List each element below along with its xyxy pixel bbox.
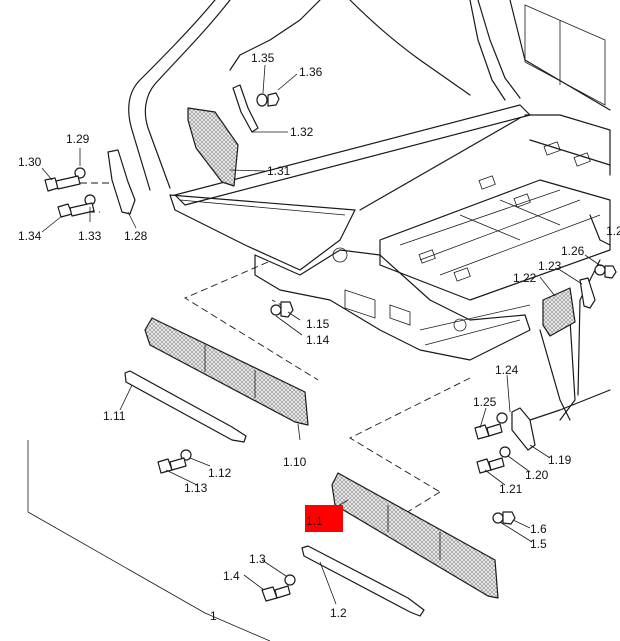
machine-frame: [128, 0, 611, 421]
mesh-plate-1-1[interactable]: [331, 472, 499, 599]
callout-1-33[interactable]: 1.33: [78, 229, 102, 243]
callout-1-21[interactable]: 1.21: [499, 482, 523, 496]
highlight-box[interactable]: [305, 505, 343, 532]
callout-1-1[interactable]: 1.1: [306, 514, 323, 528]
callout-1-15[interactable]: 1.15: [306, 317, 330, 331]
callout-1-22[interactable]: 1.22: [513, 271, 537, 285]
mesh-plate-1-31[interactable]: [187, 107, 239, 187]
bracket-1-32[interactable]: [232, 84, 259, 133]
callout-1-2[interactable]: 1.2: [330, 606, 347, 620]
washer-1-24[interactable]: [496, 412, 508, 424]
callout-1-32[interactable]: 1.32: [290, 125, 314, 139]
nut-washer-1-35-1-36[interactable]: [256, 92, 280, 107]
mesh-plate-1-22[interactable]: [542, 287, 576, 337]
callout-1-13[interactable]: 1.13: [184, 481, 208, 495]
leader-lines: [27, 64, 602, 641]
bracket-1-19[interactable]: [511, 407, 536, 451]
callout-1-36[interactable]: 1.36: [299, 65, 323, 79]
callout-1-26[interactable]: 1.26: [561, 244, 585, 258]
bolt-1-13[interactable]: [157, 457, 187, 474]
callout-1-27[interactable]: 1.2: [606, 224, 620, 238]
nut-washer-1-5-1-6[interactable]: [492, 511, 516, 525]
bracket-1-23[interactable]: [579, 277, 596, 309]
callout-1-5[interactable]: 1.5: [530, 537, 547, 551]
callout-1-28[interactable]: 1.28: [124, 229, 148, 243]
callout-1-35[interactable]: 1.35: [251, 51, 275, 65]
nut-washer-1-14-1-15[interactable]: [270, 301, 294, 318]
bracket-1-28[interactable]: [107, 149, 136, 215]
callout-1-14[interactable]: 1.14: [306, 333, 330, 347]
washer-1-20[interactable]: [499, 446, 511, 458]
callout-1-3[interactable]: 1.3: [249, 552, 266, 566]
bolt-1-21[interactable]: [476, 457, 505, 474]
bolt-1-25[interactable]: [474, 423, 503, 440]
callout-1-34[interactable]: 1.34: [18, 229, 42, 243]
callout-1[interactable]: 1: [210, 609, 217, 623]
mesh-plate-1-10[interactable]: [144, 317, 309, 426]
callout-1-23[interactable]: 1.23: [538, 259, 562, 273]
washer-1-12[interactable]: [180, 449, 192, 461]
washer-1-3[interactable]: [284, 574, 296, 586]
callout-1-20[interactable]: 1.20: [525, 468, 549, 482]
callout-labels: 1.35 1.36 1.32 1.31 1.29 1.30 1.34 1.33 …: [18, 51, 620, 623]
callout-1-12[interactable]: 1.12: [208, 466, 232, 480]
callout-1-6[interactable]: 1.6: [530, 522, 547, 536]
callout-1-29[interactable]: 1.29: [66, 132, 90, 146]
callout-1-11[interactable]: 1.11: [103, 409, 126, 423]
callout-1-10[interactable]: 1.10: [283, 455, 307, 469]
callout-1-31[interactable]: 1.31: [267, 164, 291, 178]
bolt-1-34[interactable]: [57, 202, 95, 218]
callout-1-25[interactable]: 1.25: [473, 395, 497, 409]
callout-1-24[interactable]: 1.24: [495, 363, 519, 377]
callout-1-4[interactable]: 1.4: [223, 569, 240, 583]
bolt-1-4[interactable]: [261, 585, 291, 602]
strip-1-11[interactable]: [124, 370, 247, 443]
strip-1-2[interactable]: [301, 545, 425, 617]
callout-1-19[interactable]: 1.19: [548, 453, 572, 467]
nut-washer-1-26-1-27[interactable]: [594, 264, 617, 279]
bolt-1-30[interactable]: [44, 175, 81, 192]
callout-1-30[interactable]: 1.30: [18, 155, 42, 169]
